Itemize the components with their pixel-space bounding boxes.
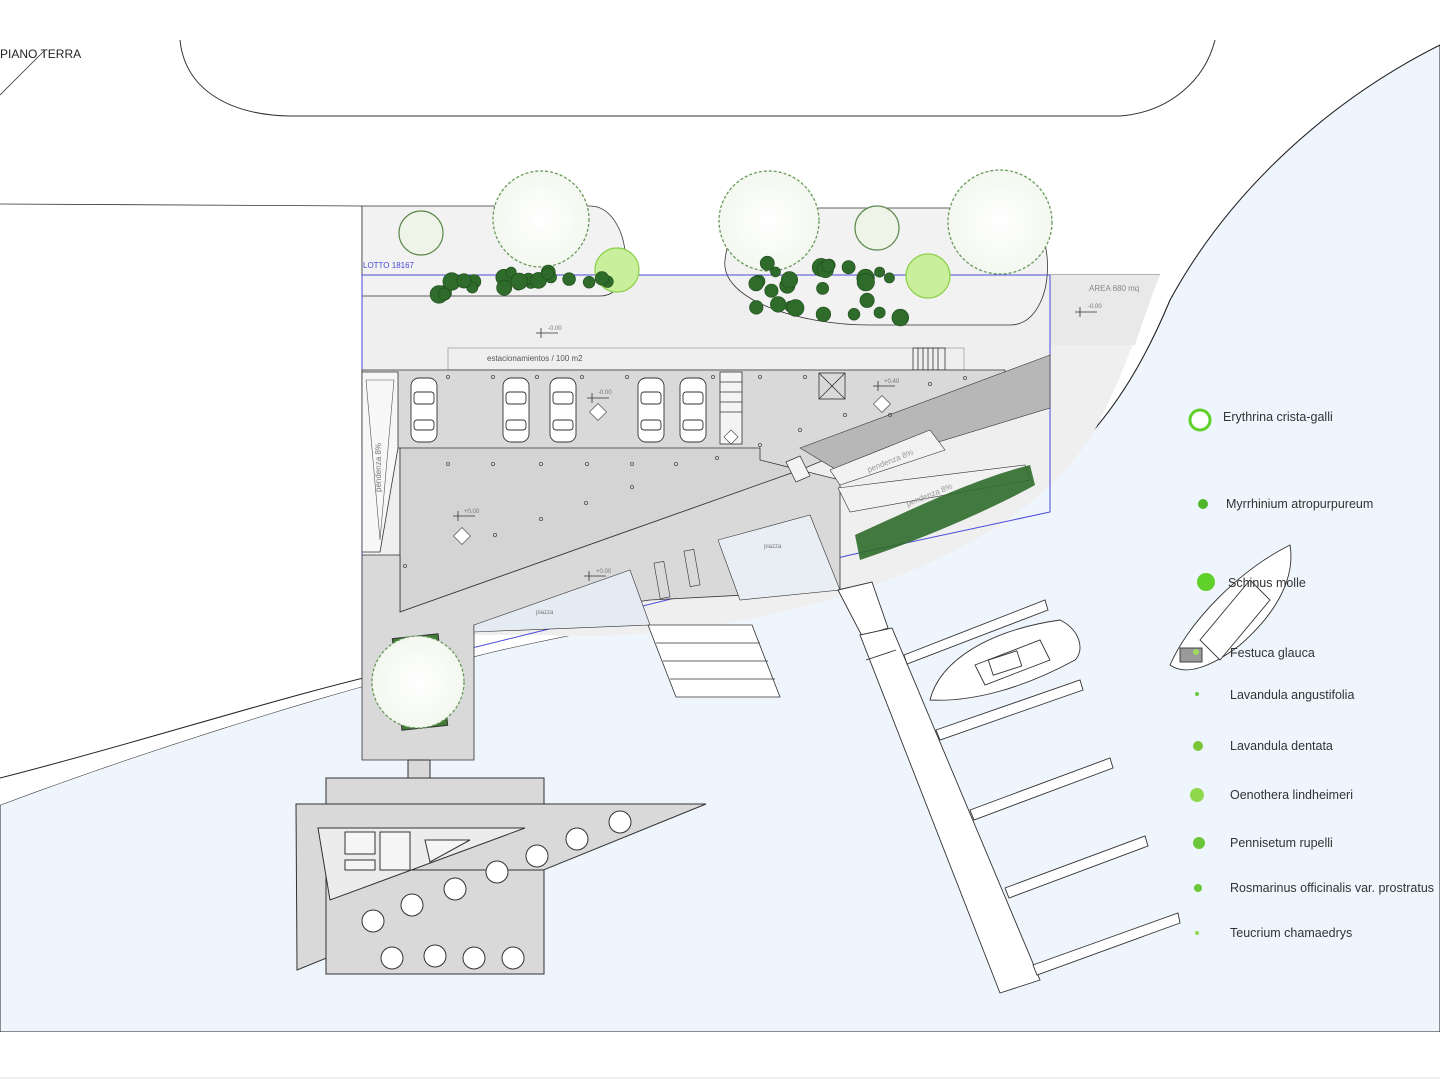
level-label-2: -0.00: [598, 390, 612, 396]
hedge-shrub: [891, 308, 909, 327]
level-label-5: +0.00: [596, 569, 612, 575]
legend-icons: [1188, 408, 1215, 935]
bollards: [402, 374, 968, 569]
hedge-shrub: [856, 273, 875, 292]
column-marker: [818, 372, 846, 400]
legend-item-myrrhinium: Myrrhinium atropurpureum: [1226, 497, 1374, 511]
hedge-shrub: [859, 292, 875, 308]
legend-item-pennisetum: Pennisetum rupelli: [1230, 836, 1333, 850]
ramp-1: [829, 429, 946, 486]
hedge-shrub: [815, 306, 832, 322]
hedge-shrub: [510, 272, 528, 291]
hedge-shrub: [770, 296, 787, 313]
legend-item-rosmarinus: Rosmarinus officinalis var. prostratus: [1230, 881, 1435, 895]
pennisetum-icon: [1193, 837, 1205, 849]
myrrhinium-icon: [1198, 499, 1208, 509]
hedge-shrub: [748, 276, 764, 292]
piazza-label-2: piazza: [536, 610, 554, 616]
hedge-shrub: [786, 299, 805, 317]
sea-steps: [647, 624, 781, 698]
ramp-dark: [799, 354, 1051, 473]
schinus-icon: [1197, 573, 1215, 591]
hedge-shrub: [582, 276, 596, 289]
level-label-3: +0.40: [884, 379, 900, 385]
parked-cars: [410, 377, 707, 443]
hedge-shrub: [541, 267, 554, 280]
teucrium-icon: [1195, 931, 1199, 935]
hedge-shrub: [437, 287, 451, 301]
parking-label: estacionamientos / 100 m2: [487, 354, 583, 363]
boat-moored: [929, 619, 1081, 701]
level-markers: [453, 307, 1097, 581]
ramp-label-left: pendenza 8%: [374, 443, 383, 492]
canopy-trees: [371, 169, 1053, 729]
rosmarinus-icon: [1194, 884, 1202, 892]
hedge-shrub: [562, 272, 576, 286]
legend-item-lavandula-dentata: Lavandula dentata: [1230, 739, 1333, 753]
hedge-shrub: [821, 259, 835, 273]
hedge-clusters: [429, 255, 909, 327]
level-label-1: -0.00: [548, 326, 562, 332]
boat-legend-area: [1169, 544, 1292, 671]
ramp-left: [361, 371, 399, 553]
tables: [361, 810, 632, 970]
pier: [837, 581, 1181, 994]
hedge-shrub: [847, 308, 861, 321]
legend-item-lavandula-angustifolia: Lavandula angustifolia: [1230, 688, 1355, 702]
hedge-shrub: [874, 266, 885, 278]
legend-item-oenothera: Oenothera lindheimeri: [1230, 788, 1353, 802]
level-label-4: +0.00: [464, 509, 480, 515]
road-curve: [179, 39, 1216, 117]
lot-label: LOTTO 18167: [363, 261, 414, 270]
hedge-shrub: [759, 255, 775, 271]
level-label-6: -0.00: [1088, 304, 1102, 310]
hedge-shrub: [456, 273, 472, 289]
piazza-label-1: piazza: [764, 544, 782, 550]
hedge-shrub: [816, 281, 829, 295]
lavandula-angustifolia-icon: [1195, 692, 1199, 696]
area-label: AREA 680 mq: [1089, 284, 1140, 293]
legend-item-erythrina: Erythrina crista-galli: [1223, 410, 1333, 424]
legend-item-festuca: Festuca glauca: [1230, 646, 1315, 660]
stairs-top: [912, 347, 946, 371]
legend-item-teucrium: Teucrium chamaedrys: [1230, 926, 1353, 940]
hedge-strip: [855, 465, 1035, 560]
hedge-shrub: [594, 271, 610, 286]
hedge-shrub: [780, 271, 798, 289]
hedge-shrub: [873, 306, 886, 319]
lavandula-dentata-icon: [1193, 741, 1203, 751]
hedge-shrub: [884, 272, 895, 284]
hedge-shrub: [749, 300, 764, 315]
hedge-shrub: [496, 279, 513, 296]
hedge-shrub: [841, 260, 856, 275]
festuca-icon: [1193, 649, 1199, 655]
legend-item-schinus: Schinus molle: [1228, 576, 1306, 590]
hedge-shrub: [764, 283, 779, 298]
drawing-title: PIANO TERRA: [0, 47, 82, 61]
hedge-shrub: [770, 266, 781, 278]
oenothera-icon: [1190, 788, 1204, 802]
erythrina-icon: [1188, 408, 1212, 432]
